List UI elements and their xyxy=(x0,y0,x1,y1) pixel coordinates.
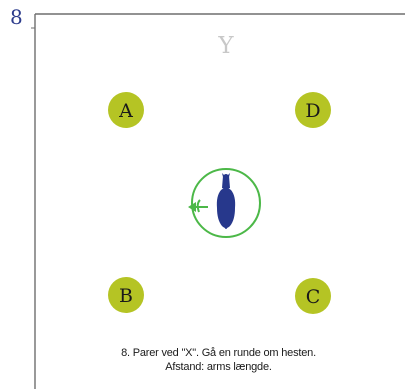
marker-d: D xyxy=(295,92,331,128)
exercise-caption: 8. Parer ved "X". Gå en runde om hesten.… xyxy=(32,346,405,374)
arrow-left-icon xyxy=(188,199,208,213)
marker-a-disc xyxy=(108,92,144,128)
marker-b-disc xyxy=(108,277,144,313)
caption-line-2: Afstand: arms længde. xyxy=(165,361,272,373)
marker-c-label: C xyxy=(306,286,321,308)
center-letter-y: Y xyxy=(217,33,234,59)
marker-c-disc xyxy=(295,278,331,314)
marker-b: B xyxy=(108,277,144,313)
marker-a: A xyxy=(108,92,144,128)
step-number: 8 xyxy=(10,5,23,29)
marker-b-label: B xyxy=(119,285,133,307)
marker-d-label: D xyxy=(305,100,320,122)
circle-path xyxy=(191,168,261,238)
marker-d-disc xyxy=(295,92,331,128)
marker-c: C xyxy=(295,278,331,314)
horse-top-view-icon xyxy=(216,173,236,229)
caption-line-1: 8. Parer ved "X". Gå en runde om hesten. xyxy=(121,347,316,359)
marker-a-label: A xyxy=(118,100,133,122)
